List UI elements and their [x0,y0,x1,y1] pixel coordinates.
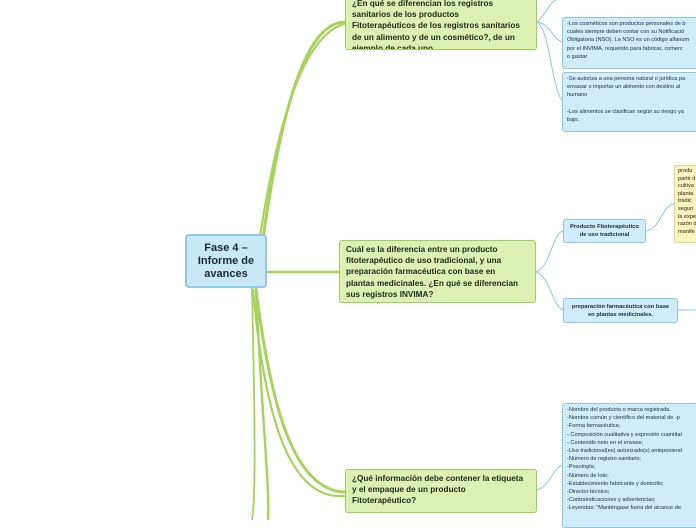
question-diferencia-fitoterapeutico[interactable]: Cuál es la diferencia entre un producto … [339,240,536,303]
question-etiqueta-empaque[interactable]: ¿Qué información debe contener la etique… [345,469,537,513]
subtopic-producto-uso-tradicional[interactable]: Producto Fitoterapéutico de uso tradicio… [563,219,646,243]
link-q1-cosmeticos [536,21,563,43]
link-q2-preparacion [535,271,564,311]
link-producto-nota [645,203,675,232]
subtopic-alimentos[interactable]: -Se autoriza a una persona natural o jur… [562,72,696,132]
branch-offscreen [254,288,270,520]
subtopic-etiqueta-requisitos[interactable]: -Nombre del producto o marca registrada.… [562,403,696,528]
link-q2-producto [535,230,564,273]
link-q3-etiqueta [536,464,563,491]
link-q1-alimentos [536,21,563,101]
branch-to-question-1 [254,20,348,290]
question-registros-sanitarios[interactable]: ¿En qué se diferencian los registros san… [345,0,537,50]
note-producto-tradicional[interactable]: produ partir d cultiva planta tradic seg… [674,165,696,243]
branch-to-question-3 [254,288,348,494]
subtopic-cosmeticos[interactable]: -Los cosméticos son productos personales… [562,17,696,69]
subtopic-preparacion-farmaceutica[interactable]: preparación farmacéutica con base en pla… [563,298,678,323]
root-node[interactable]: Fase 4 – Informe de avances [185,234,267,288]
